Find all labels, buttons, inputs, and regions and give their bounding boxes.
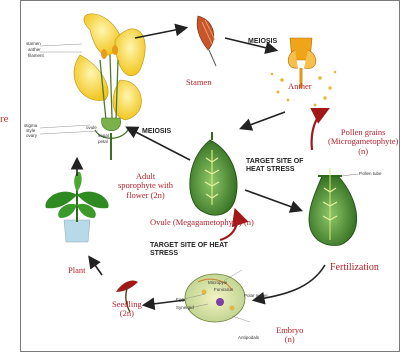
pollen-grains-label: Pollen grains (Microgametophyte) (n) xyxy=(328,128,398,156)
flower-part-label: stamen xyxy=(26,42,41,47)
stamen-label: Stamen xyxy=(186,78,212,87)
flower-part-label: sepal xyxy=(98,134,109,139)
ovule-label: Ovule (Megagametophyte) (n) xyxy=(150,218,254,227)
ovule-illustration xyxy=(190,132,237,215)
embryo-part-label: Funiculus xyxy=(214,288,233,293)
embryo-part-label: Egg xyxy=(176,298,184,303)
heat-stress-target-label-1: TARGET SITE OF HEAT STRESS xyxy=(246,158,303,173)
flower-part-label: ovary xyxy=(26,134,37,139)
meiosis-top-label: MEIOSIS xyxy=(248,38,277,46)
anther-label: Anther xyxy=(288,82,312,91)
flower-part-label: petal xyxy=(98,140,108,145)
embryo-label: Embryo (n) xyxy=(276,326,303,345)
meiosis-left-label: MEIOSIS xyxy=(142,128,171,136)
flower-part-label: anther xyxy=(28,48,41,53)
flower-illustration xyxy=(40,14,145,160)
embryo-part-label: Micropyle xyxy=(208,281,227,286)
embryo-part-label: Polar nuclei xyxy=(244,294,268,299)
flower-part-label: filament xyxy=(28,54,44,59)
fertilization-label: Fertilization xyxy=(330,262,379,273)
embryo-part-label: Antipodals xyxy=(238,336,259,341)
flower-part-label: ovule xyxy=(86,126,97,131)
adult-sporophyte-label: Adult sporophyte with flower (2n) xyxy=(118,172,173,200)
seedling-label: Seedling (2n) xyxy=(112,300,142,319)
fertilized-ovule-illustration xyxy=(309,168,358,245)
plant-illustration xyxy=(45,172,108,242)
plant-label: Plant xyxy=(68,266,85,275)
anther-illustration xyxy=(271,38,337,106)
pollen-tube-label: Pollen tube xyxy=(359,172,382,177)
clipped-edge-text: re xyxy=(0,113,18,125)
life-cycle-diagram xyxy=(20,0,400,352)
stamen-illustration xyxy=(197,16,216,66)
embryo-part-label: Synergid xyxy=(176,306,194,311)
embryo-sac-illustration xyxy=(180,270,250,322)
heat-stress-target-label-2: TARGET SITE OF HEAT STRESS xyxy=(150,242,228,257)
